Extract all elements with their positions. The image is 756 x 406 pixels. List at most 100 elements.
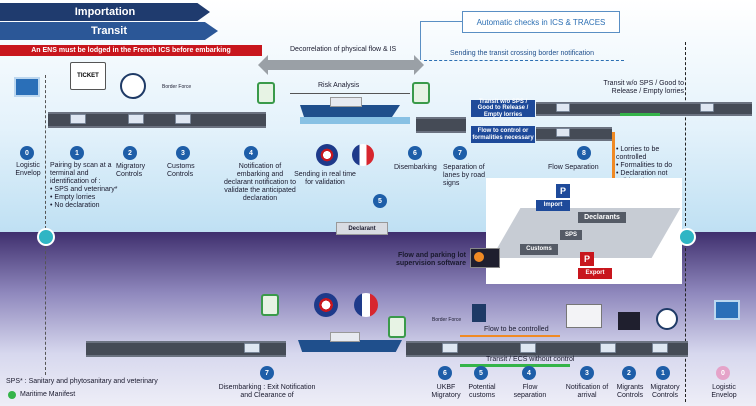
sending-notification-label: Sending the transit crossing border noti… — [450, 50, 594, 57]
bottom-step-1-label: Migratory Controls — [650, 384, 680, 400]
france-flag-icon — [354, 293, 378, 317]
step-8-badge: 8 — [577, 146, 591, 160]
border-divider — [685, 42, 686, 402]
lorry — [175, 114, 191, 124]
document-icon — [412, 82, 430, 104]
lorry — [700, 103, 714, 112]
customs-label: Customs — [520, 244, 558, 255]
parking-export-icon: P — [580, 252, 594, 266]
location-pin-icon — [37, 228, 55, 246]
step-5-label: Sending in real time for validation — [294, 171, 356, 187]
tab-transit[interactable]: Transit — [0, 22, 218, 40]
crest-icon — [656, 308, 678, 330]
france-flag-icon — [352, 144, 374, 166]
step-5-badge: 5 — [373, 194, 387, 208]
maritime-dot-icon — [8, 391, 16, 399]
uk-flag-icon — [316, 144, 338, 166]
decorrelation-label: Decorrelation of physical flow & IS — [290, 46, 397, 53]
tab-importation[interactable]: Importation — [0, 3, 210, 21]
decorrelation-arrow — [266, 60, 416, 70]
bottom-step-4-label: Flow separation — [513, 384, 547, 400]
declarant-label: Declarant — [336, 222, 388, 235]
bottom-step-6-label: UKBF Migratory — [431, 384, 461, 400]
bottom-step-7-badge: 7 — [260, 366, 274, 380]
lane-bottom-sign: Flow to control or formalities necessary — [471, 126, 535, 143]
border-force-crest-icon — [472, 304, 486, 322]
transit-ecs-label: Transit / ECS without control — [486, 356, 575, 363]
export-label: Export — [578, 268, 612, 279]
lorry — [70, 114, 86, 124]
ship-superstructure-bottom — [330, 332, 360, 342]
road-bottom-right — [406, 341, 688, 357]
risk-analysis-label: Risk Analysis — [318, 82, 360, 89]
bottom-step-5-badge: 5 — [474, 366, 488, 380]
lorry — [244, 343, 260, 353]
automatic-checks-box: Automatic checks in ICS & TRACES — [462, 11, 620, 33]
step-6-badge: 6 — [408, 146, 422, 160]
step-4-label: Notification of embarking and declarant … — [224, 163, 296, 203]
ticket-icon: TICKET — [70, 62, 106, 90]
left-divider — [45, 75, 46, 375]
arrow-left-head — [258, 55, 268, 75]
lane-top-sign: Transit w/o SPS / Good to Release / Empt… — [471, 99, 535, 118]
lorry — [442, 343, 458, 353]
disembarking-label: Disembarking : Exit Notification and Cle… — [218, 384, 316, 400]
bottom-step-2-badge: 2 — [622, 366, 636, 380]
laptop-icon — [714, 300, 740, 320]
uk-border-crest-icon — [120, 73, 146, 99]
bottom-step-3-badge: 3 — [580, 366, 594, 380]
ship-superstructure-top — [330, 97, 362, 107]
bottom-step-3-label: Notification of arrival — [565, 384, 609, 400]
green-flow-arrow — [620, 113, 660, 116]
road-top-left — [48, 112, 266, 128]
step-3-label: Customs Controls — [167, 163, 195, 179]
lorry — [556, 128, 570, 137]
lorry — [520, 343, 536, 353]
step-2-label: Migratory Controls — [116, 163, 146, 179]
step-1-label: Pairing by scan at a terminal and identi… — [50, 162, 118, 210]
bottom-border-force-label: Border Force — [432, 317, 462, 323]
officer-icon — [618, 312, 640, 330]
lorry — [600, 343, 616, 353]
border-force-label: Border Force — [162, 84, 192, 90]
lorry — [652, 343, 668, 353]
bottom-step-2-label: Migrants Controls — [616, 384, 644, 400]
transit-wo-sps-label: Transit w/o SPS / Good to Release / Empt… — [603, 80, 684, 96]
declarants-label: Declarants — [578, 212, 626, 223]
flow-to-control-label: Flow to be controlled — [484, 326, 549, 333]
chart-icon — [474, 252, 484, 262]
maritime-manifest-label: Maritime Manifest — [20, 391, 76, 398]
bottom-step-6-badge: 6 — [438, 366, 452, 380]
step-8-label: Flow Separation — [548, 164, 599, 171]
bottom-step-1-badge: 1 — [656, 366, 670, 380]
step-0-badge: 0 — [20, 146, 34, 160]
step-1-badge: 1 — [70, 146, 84, 160]
bottom-step-0-label: Logistic Envelop — [711, 384, 737, 400]
step-7-badge: 7 — [453, 146, 467, 160]
lorry — [556, 103, 570, 112]
parking-import-icon: P — [556, 184, 570, 198]
flow-software-label: Flow and parking lot supervision softwar… — [395, 252, 466, 268]
step-7-label: Separation of lanes by road signs — [443, 164, 486, 188]
bottom-step-5-label: Potential customs — [468, 384, 496, 400]
sea-top — [300, 117, 410, 124]
sps-footnote: SPS* : Sanitary and phytosanitary and ve… — [6, 378, 158, 385]
connector-line — [420, 21, 463, 60]
step-2-badge: 2 — [123, 146, 137, 160]
step-6-label: Disembarking — [394, 164, 437, 171]
road-top-mid — [416, 117, 466, 133]
document-icon — [388, 316, 406, 338]
document-icon — [257, 82, 275, 104]
road-lane-bottom — [536, 127, 612, 141]
bottom-step-0-badge: 0 — [716, 366, 730, 380]
ship-hull-top — [300, 105, 400, 117]
arrow-right-head — [414, 55, 424, 75]
sps-label: SPS — [560, 230, 582, 240]
step-4-badge: 4 — [244, 146, 258, 160]
bottom-step-4-badge: 4 — [522, 366, 536, 380]
road-bottom-left — [86, 341, 286, 357]
monitor-icon — [470, 248, 500, 268]
camera-gate-icon — [566, 304, 602, 328]
ens-banner: An ENS must be lodged in the French ICS … — [0, 45, 262, 56]
